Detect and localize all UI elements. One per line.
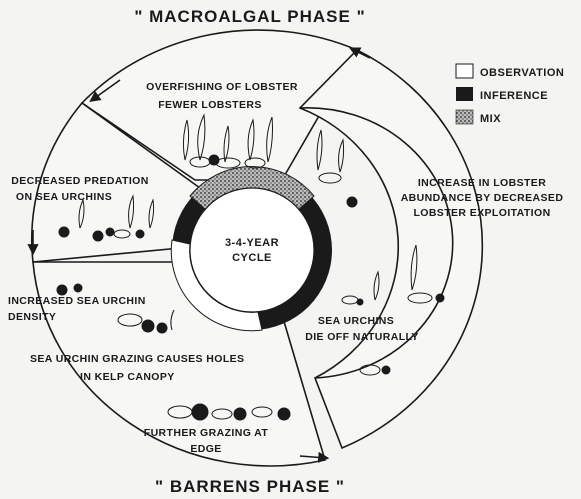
- center-label-line2: CYCLE: [232, 252, 272, 264]
- legend-label-mix: MIX: [480, 113, 501, 125]
- right-segment-inner2: DIE OFF NATURALLY: [305, 331, 419, 343]
- barrens-phase-title: " BARRENS PHASE ": [155, 477, 345, 496]
- legend-swatch-inference: [456, 87, 473, 101]
- legend-swatch-observation: [456, 64, 473, 78]
- right-segment-outer2: ABUNDANCE BY DECREASED: [401, 192, 564, 204]
- left-segment-line2: ON SEA URCHINS: [16, 191, 112, 203]
- bottom-segment-b2: IN KELP CANOPY: [80, 371, 175, 383]
- legend-label-inference: INFERENCE: [480, 90, 548, 102]
- bottom-segment-c1: FURTHER GRAZING AT: [144, 427, 269, 439]
- center-ring: 3-4-YEAR CYCLE: [171, 167, 332, 331]
- top-segment-line1: OVERFISHING OF LOBSTER: [146, 81, 298, 93]
- bottom-segment-b1: SEA URCHIN GRAZING CAUSES HOLES: [30, 353, 244, 365]
- legend: OBSERVATION INFERENCE MIX: [456, 64, 564, 125]
- legend-label-observation: OBSERVATION: [480, 67, 564, 79]
- legend-swatch-mix: [456, 110, 473, 124]
- bottom-segment-c2: EDGE: [190, 443, 221, 455]
- right-segment-outer3: LOBSTER EXPLOITATION: [413, 207, 550, 219]
- macroalgal-phase-title: " MACROALGAL PHASE ": [134, 7, 365, 26]
- bottom-segment-a1: INCREASED SEA URCHIN: [8, 295, 146, 307]
- left-segment-line1: DECREASED PREDATION: [11, 175, 149, 187]
- center-label-line1: 3-4-YEAR: [225, 237, 279, 249]
- right-segment-inner1: SEA URCHINS: [318, 315, 394, 327]
- top-segment-line2: FEWER LOBSTERS: [158, 99, 262, 111]
- bottom-segment-a2: DENSITY: [8, 311, 56, 323]
- right-segment-outer1: INCREASE IN LOBSTER: [418, 177, 546, 189]
